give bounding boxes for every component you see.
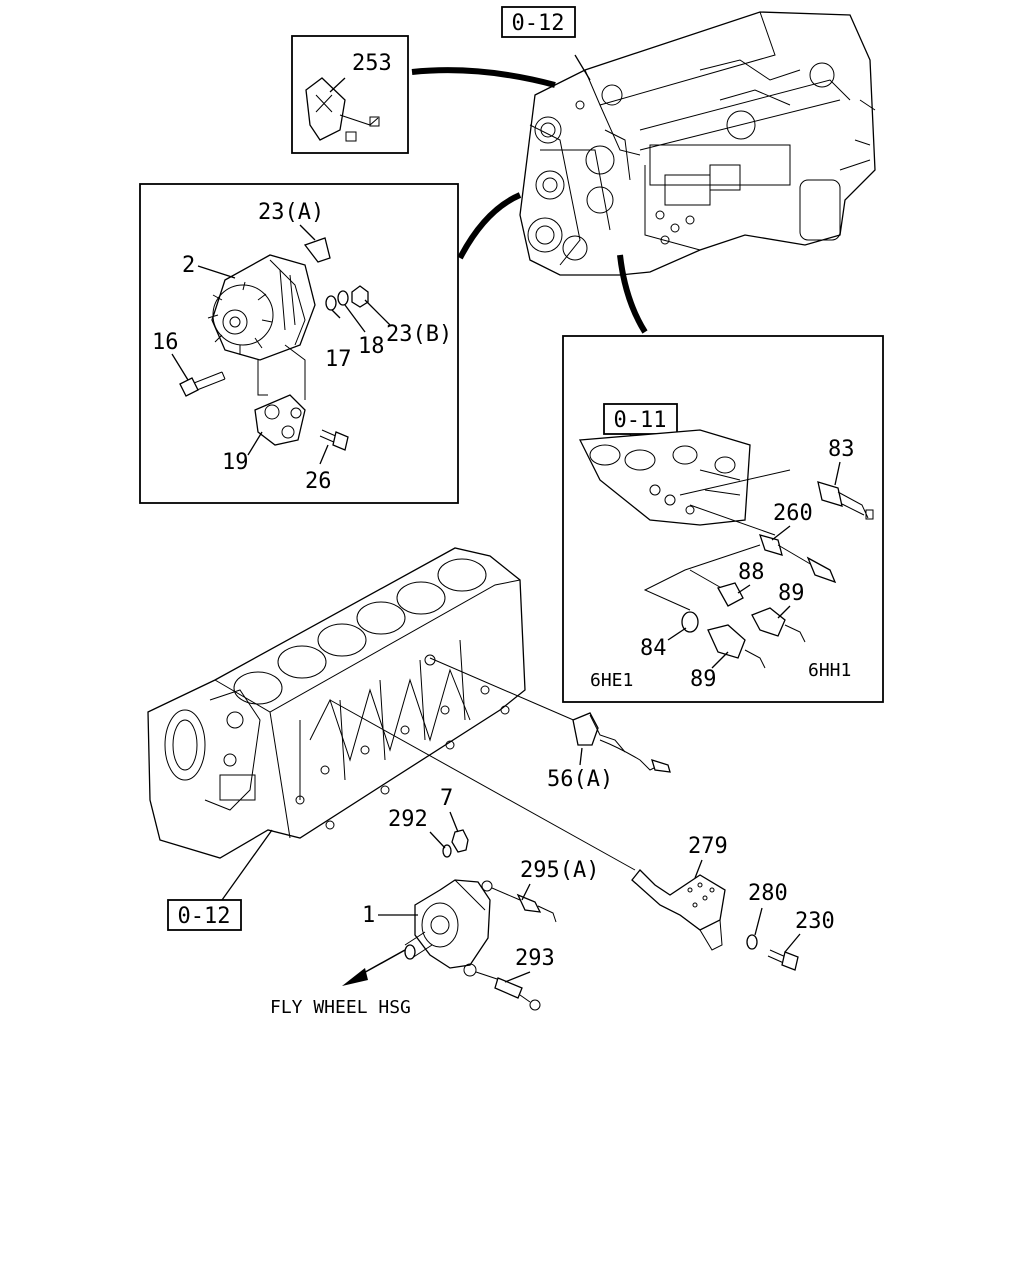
alternator-illustration xyxy=(207,254,316,361)
bracket-23a-illustration xyxy=(303,237,331,263)
leader-26 xyxy=(319,444,329,465)
leader-89-hh1 xyxy=(777,605,791,619)
leader-293 xyxy=(504,971,531,983)
leader-280 xyxy=(754,907,763,936)
label-part-280: 280 xyxy=(748,881,788,906)
sensor-83-illustration xyxy=(817,481,874,520)
inset-box-253 xyxy=(291,35,409,154)
leader-56a xyxy=(579,747,583,766)
sensor-1-illustration xyxy=(404,879,491,969)
guide-line-to-279 xyxy=(329,699,636,871)
label-part-16: 16 xyxy=(152,330,179,355)
ref-label-top-engine: 0-12 xyxy=(512,11,565,36)
cable-293-illustration xyxy=(463,963,541,1011)
label-part-26: 26 xyxy=(305,469,332,494)
sensor-89-he1-illustration xyxy=(707,624,766,669)
leader-279 xyxy=(694,859,703,879)
label-part-23b: 23(B) xyxy=(386,322,452,347)
variant-label-6hh1: 6HH1 xyxy=(808,660,851,681)
washer-280-illustration xyxy=(746,934,758,950)
nut-7-illustration xyxy=(451,829,469,853)
bolt-16-illustration xyxy=(179,371,226,397)
label-part-7: 7 xyxy=(440,786,453,811)
callout-arrow-253 xyxy=(411,67,556,88)
leader-84 xyxy=(667,627,687,641)
label-part-56a: 56(A) xyxy=(547,767,613,792)
sensor-260-illustration xyxy=(758,534,837,584)
label-part-293: 293 xyxy=(515,946,555,971)
label-part-279: 279 xyxy=(688,834,728,859)
label-part-84: 84 xyxy=(640,636,667,661)
leader-2 xyxy=(197,265,236,279)
bracket-19-illustration xyxy=(254,394,306,446)
bolt-26-illustration xyxy=(319,429,349,451)
label-part-230: 230 xyxy=(795,909,835,934)
label-part-295a: 295(A) xyxy=(520,858,599,883)
washer-18-illustration xyxy=(337,290,349,306)
inset-box-sensors xyxy=(562,335,884,703)
nut-23b-illustration xyxy=(351,285,369,308)
label-part-23a: 23(A) xyxy=(258,200,324,225)
ref-label-block: 0-12 xyxy=(178,904,231,929)
ref-label-inset: 0-11 xyxy=(614,408,667,433)
ref-box-block xyxy=(167,899,242,931)
callout-arrow-sensor-inset xyxy=(617,254,648,334)
leader-88 xyxy=(737,584,751,594)
direction-label-flywheel: FLY WHEEL HSG xyxy=(270,997,411,1018)
leader-295a xyxy=(521,883,531,901)
label-part-18: 18 xyxy=(358,334,385,359)
sensor-guide-lines xyxy=(643,469,791,611)
leader-23a xyxy=(299,224,316,241)
leader-292 xyxy=(429,831,446,849)
leader-ref-top xyxy=(574,54,591,81)
guide-line-to-56a xyxy=(429,657,586,726)
leader-17 xyxy=(331,309,341,319)
label-part-19: 19 xyxy=(222,450,249,475)
label-part-260: 260 xyxy=(773,501,813,526)
label-part-253: 253 xyxy=(352,51,392,76)
washer-84-illustration xyxy=(681,611,699,633)
sensor-89-hh1-illustration xyxy=(751,607,806,643)
ref-box-inset xyxy=(603,403,678,435)
label-part-2: 2 xyxy=(182,253,195,278)
leader-260 xyxy=(771,525,791,541)
label-part-89-he1: 89 xyxy=(690,667,717,692)
arrow-shaft-flywheel xyxy=(359,949,406,976)
label-part-88: 88 xyxy=(738,560,765,585)
leader-230 xyxy=(784,933,801,953)
alternator-guide-lines xyxy=(257,344,306,400)
arrow-head-flywheel xyxy=(342,968,368,986)
leader-19 xyxy=(247,431,263,456)
label-part-1: 1 xyxy=(362,903,375,928)
bracket-279-illustration xyxy=(631,869,726,951)
manifold-illustration xyxy=(578,429,751,526)
sensor-88-illustration xyxy=(717,582,744,607)
leader-ref-block xyxy=(221,829,273,901)
leader-89-he1 xyxy=(711,651,729,669)
callout-arrow-alternator xyxy=(457,192,522,260)
leader-23b xyxy=(364,299,391,326)
bracket-253-illustration xyxy=(305,77,380,142)
leader-16 xyxy=(171,353,189,381)
variant-label-6he1: 6HE1 xyxy=(590,670,633,691)
ref-box-top-engine xyxy=(501,6,576,38)
engine-assembly-illustration xyxy=(519,11,876,276)
leader-253 xyxy=(329,77,346,93)
washer-17-illustration xyxy=(325,295,337,311)
leader-7 xyxy=(449,811,459,833)
bolt-230-illustration xyxy=(767,949,799,971)
leader-83 xyxy=(834,461,841,486)
sensor-295a-illustration xyxy=(481,880,557,923)
label-part-89-hh1: 89 xyxy=(778,581,805,606)
label-part-292: 292 xyxy=(388,807,428,832)
inset-box-alternator xyxy=(139,183,459,504)
label-part-83: 83 xyxy=(828,437,855,462)
cylinder-block-illustration xyxy=(147,547,526,859)
sensor-56a-illustration xyxy=(572,712,671,773)
label-part-17: 17 xyxy=(325,347,352,372)
leader-18 xyxy=(344,304,366,333)
